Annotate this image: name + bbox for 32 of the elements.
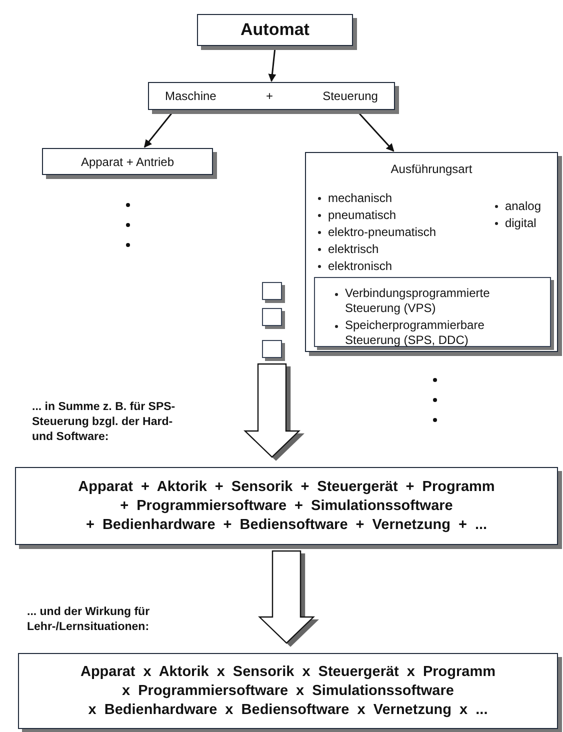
stacked-card [262,282,282,300]
list-item: analog [504,198,541,215]
list-item: elektrisch [328,241,379,258]
formula-line: Apparat + Aktorik + Sensorik + Steuergerät + Programm [78,478,495,496]
card-heading: Ausführungsart [390,161,472,178]
formula-line: + Programmiersoftware + Simulationssoftware [120,496,453,516]
annotation-text: ... in Summe z. B. für SPS-Steuerung bzgl. der Hard- und Software: [32,401,176,443]
formula-line: x Bedienhardware x Bediensoftware x Vernetzung x ... [88,700,488,720]
annotation-text: ... und der Wirkung für Lehr-/Lernsituationen: [27,606,150,633]
arrow [357,112,394,152]
stacked-card [262,340,282,358]
arrow [268,48,276,82]
list-item: elektro-pneumatisch [328,224,436,241]
list-card [314,277,551,347]
stacked-card [262,308,282,326]
formula-line: Apparat x Aktorik x Sensorik x Steuergerät x Programm [80,662,496,682]
box-text: Steuerung [322,88,378,105]
list-item: Verbindungsprogrammierte Steuerung (VPS) [345,286,491,316]
box-text: Maschine [165,88,216,105]
block-arrow [244,363,300,458]
box-text: Apparat + Antrieb [80,154,174,170]
block-arrow [258,550,315,644]
list-item: pneumatisch [328,207,396,224]
list-item: Speicherprogrammierbare Steuerung (SPS, DDC) [345,318,486,348]
box-text: + [266,88,273,105]
list-item: digital [504,215,536,232]
list-item: mechanisch [328,190,392,207]
formula-line: x Programmiersoftware x Simulationssoftware [122,682,454,700]
arrow [144,112,174,148]
formula-line: + Bedienhardware + Bediensoftware + Vernetzung + ... [86,516,488,534]
list-item: elektronisch [328,258,392,275]
box-title: Automat [240,19,310,42]
